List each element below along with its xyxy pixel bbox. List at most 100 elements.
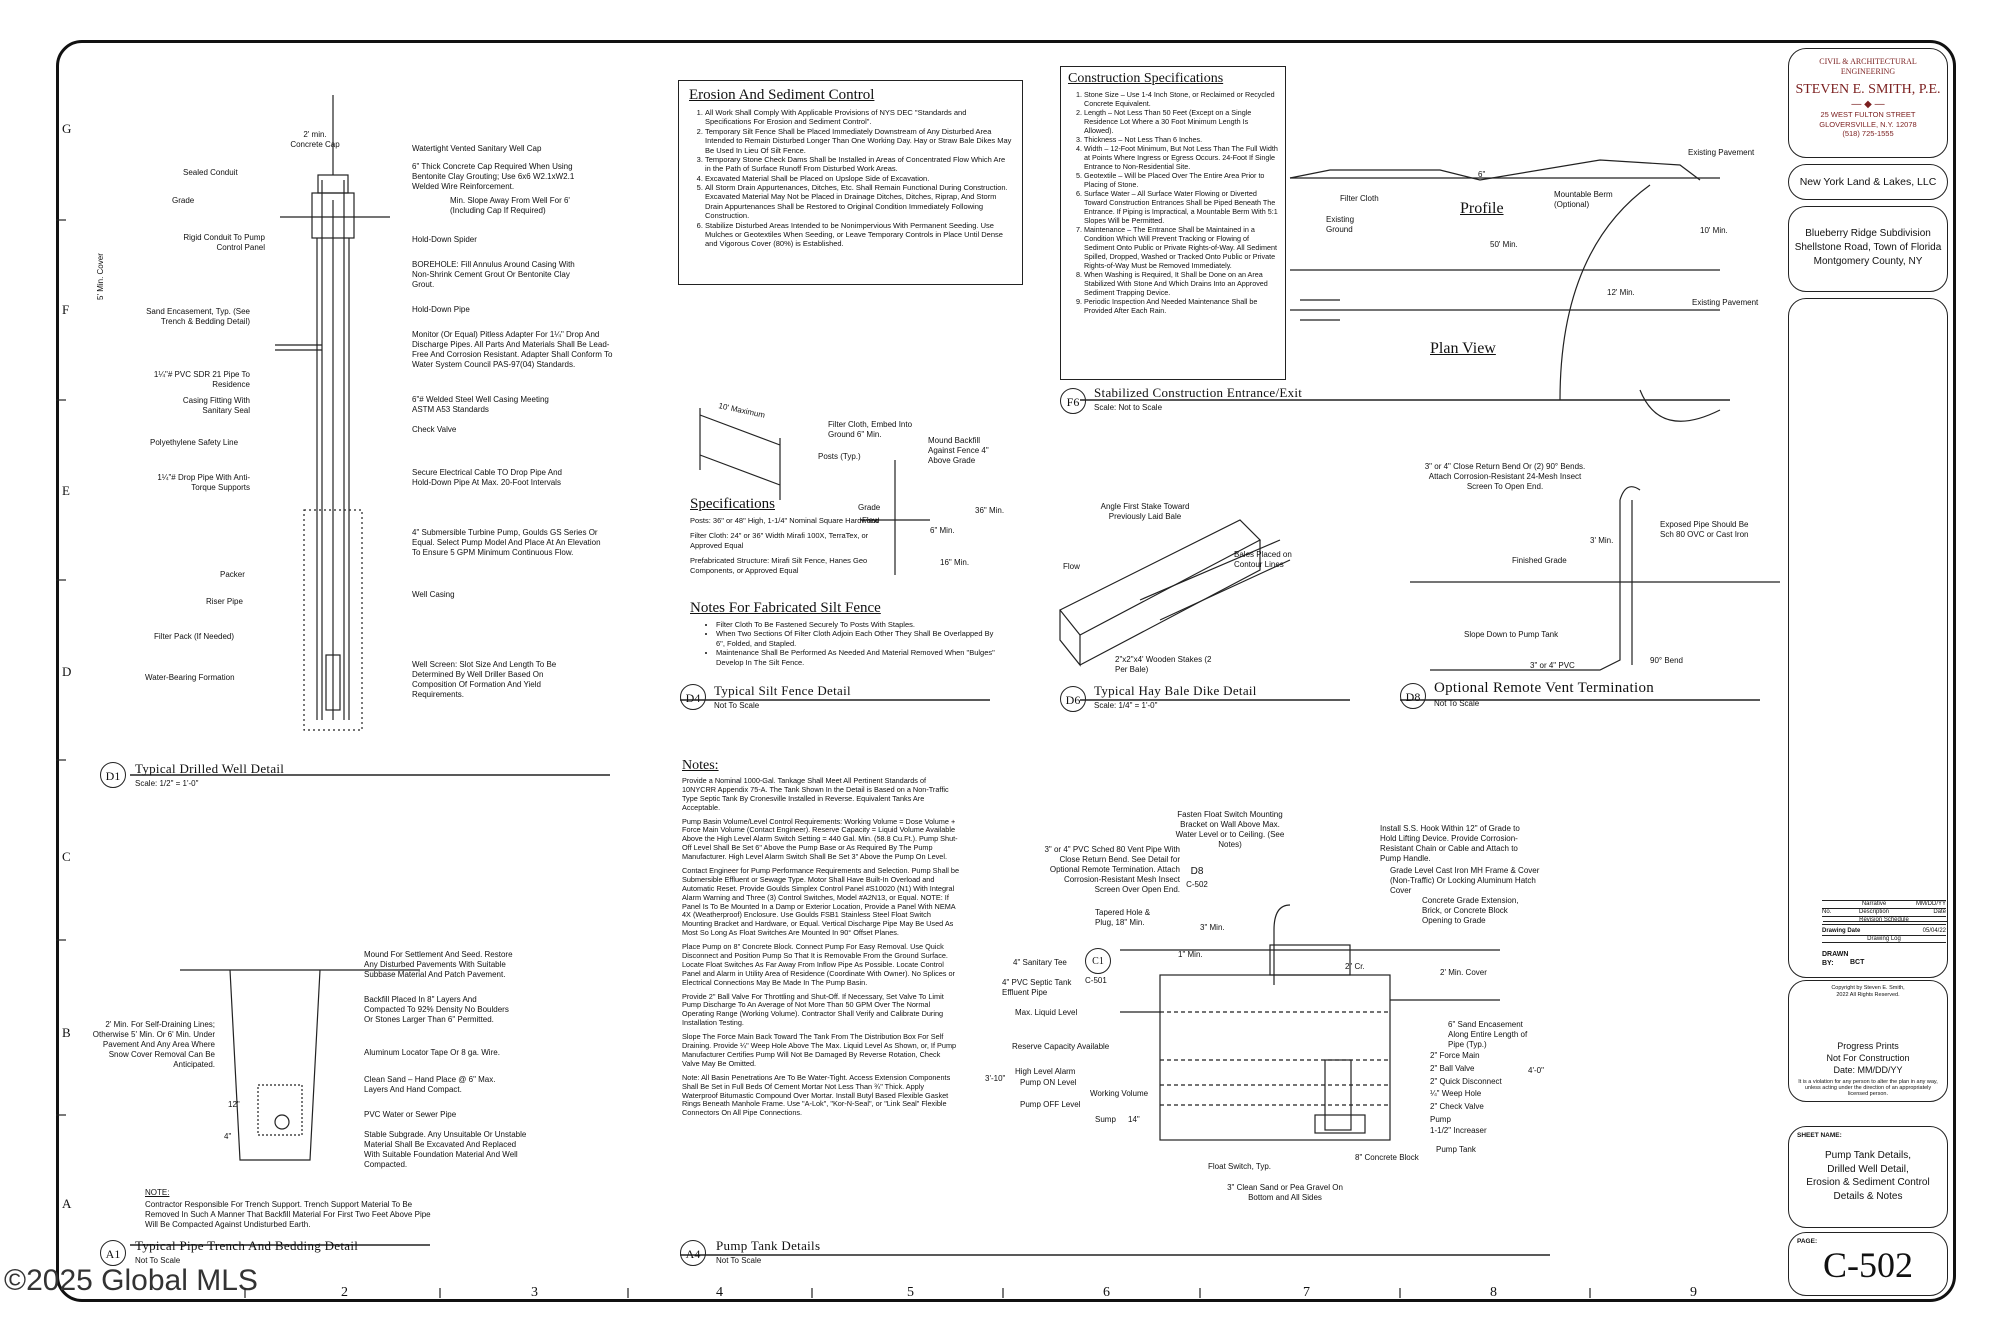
d4-posts: Posts (Typ.)	[818, 452, 861, 461]
revision-schedule: Revision Schedule	[1822, 917, 1946, 925]
a4-c502-ref: C-502	[1186, 880, 1208, 889]
sheet-name-line2: Drilled Well Detail,	[1827, 1163, 1909, 1175]
a1-four: 4"	[224, 1132, 232, 1141]
a1-locator: Aluminum Locator Tape Or 8 ga. Wire.	[364, 1048, 500, 1057]
d8-slope-down: Slope Down to Pump Tank	[1464, 630, 1559, 639]
erosion-item: Temporary Stone Check Dams Shall be Inst…	[705, 155, 1012, 174]
construction-item: When Washing is Required, It Shall be Do…	[1084, 270, 1278, 297]
d4-grade: Grade	[858, 503, 881, 512]
revision-date: MM/DD/YY	[1916, 901, 1946, 907]
f6-mountable-berm: Mountable Berm (Optional)	[1554, 190, 1613, 209]
d8-pvc: 3" or 4" PVC	[1530, 661, 1575, 670]
d1-well-casing: Well Casing	[412, 590, 455, 599]
d1-well-screen: Well Screen: Slot Size And Length To Be …	[412, 660, 557, 699]
a4-four-zero: 4'-0"	[1528, 1066, 1544, 1075]
grid-row-b: B	[62, 1025, 71, 1040]
drawn-by-label: DRAWN BY:	[1822, 951, 1849, 967]
d8-tag: D8	[1400, 683, 1426, 709]
a4-note: Contact Engineer for Pump Performance Re…	[682, 866, 960, 938]
d1-casing-fitting: Casing Fitting With Sanitary Seal	[182, 396, 250, 415]
revision-table: Narrative MM/DD/YY No. Description Date …	[1822, 900, 1946, 968]
grid-col-4: 4	[716, 1285, 723, 1300]
d1-turbine-pump: 4" Submersible Turbine Pump, Goulds GS S…	[412, 528, 601, 557]
d4-note: Filter Cloth To Be Fastened Securely To …	[716, 620, 996, 629]
page-label: PAGE:	[1797, 1238, 1818, 1245]
grid-row-e: E	[62, 483, 70, 498]
f6-scale: Scale: Not to Scale	[1094, 403, 1163, 412]
firm-address1: 25 WEST FULTON STREET	[1820, 110, 1916, 120]
construction-item: Width – 12-Foot Minimum, But Not Less Th…	[1084, 144, 1278, 171]
a4-reserve: Reserve Capacity Available	[1012, 1042, 1110, 1051]
firm-name: STEVEN E. SMITH, P.E.	[1795, 82, 1941, 98]
a4-pump: Pump	[1430, 1115, 1451, 1124]
construction-item: Surface Water – All Surface Water Flowin…	[1084, 189, 1278, 225]
grid-row-c: C	[62, 849, 71, 864]
f6-twelve-min: 12' Min.	[1607, 288, 1635, 297]
sheet-name-line4: Details & Notes	[1833, 1190, 1903, 1202]
f6-filter-cloth: Filter Cloth	[1340, 194, 1379, 203]
a4-pump-tank: Pump Tank	[1436, 1145, 1476, 1154]
d1-spider: Hold-Down Spider	[412, 235, 477, 244]
d4-flow: Flow	[862, 516, 879, 525]
a1-mound: Mound For Settlement And Seed. Restore A…	[364, 950, 513, 979]
a1-title: Typical Pipe Trench And Bedding Detail	[135, 1238, 359, 1253]
a4-fasten: Fasten Float Switch Mounting Bracket on …	[1175, 810, 1285, 849]
a4-c1-tag: C1	[1085, 948, 1111, 974]
erosion-item: Temporary Silt Fence Shall be Placed Imm…	[705, 127, 1012, 155]
a4-sand-enc: 6" Sand Encasement Along Entire Length o…	[1448, 1020, 1528, 1049]
a4-scale: Not To Scale	[716, 1256, 762, 1265]
d1-title: Typical Drilled Well Detail	[135, 761, 285, 776]
grid-col-9: 9	[1690, 1285, 1697, 1300]
d1-well-cap: Watertight Vented Sanitary Well Cap	[412, 144, 542, 153]
d8-exposed-pipe: Exposed Pipe Should Be Sch 80 OVC or Cas…	[1660, 520, 1749, 539]
d1-packer: Packer	[220, 570, 245, 579]
d4-scale: Not To Scale	[714, 701, 760, 710]
d4-sixteen-min: 16" Min.	[940, 558, 970, 567]
d8-finished-grade: Finished Grade	[1512, 556, 1567, 565]
revision-narrative: Narrative	[1861, 901, 1887, 907]
a1-backfill: Backfill Placed In 8" Layers And Compact…	[364, 995, 509, 1024]
a1-scale: Not To Scale	[135, 1256, 181, 1265]
construction-item: Maintenance – The Entrance Shall be Main…	[1084, 225, 1278, 270]
a4-sanitary-tee: 4" Sanitary Tee	[1013, 958, 1067, 967]
f6-existing-pavement: Existing Pavement	[1688, 148, 1755, 157]
d1-sand-encasement: Sand Encasement, Typ. (See Trench & Bedd…	[146, 307, 250, 326]
a4-note: Provide 2" Ball Valve For Throttling and…	[682, 991, 944, 1028]
d1-min-cover: 5' Min. Cover	[96, 253, 105, 300]
grid-row-f: F	[62, 302, 70, 317]
page-block: PAGE: C-502	[1788, 1232, 1948, 1296]
sheet-name-block: SHEET NAME: Pump Tank Details, Drilled W…	[1788, 1126, 1948, 1228]
drawing-log: Drawing Log	[1822, 936, 1946, 944]
a4-pump-off: Pump OFF Level	[1020, 1100, 1081, 1109]
client-name: New York Land & Lakes, LLC	[1799, 176, 1937, 188]
construction-list: Stone Size – Use 1-4 Inch Stone, or Recl…	[1068, 90, 1278, 315]
f6-tag: F6	[1060, 388, 1086, 414]
a4-note: Provide a Nominal 1000-Gal. Tankage Shal…	[682, 776, 949, 812]
a4-vent: 3" or 4" PVC Sched 80 Vent Pipe With Clo…	[1044, 845, 1180, 894]
d1-water-bearing: Water-Bearing Formation	[145, 673, 235, 682]
d1-tag: D1	[100, 762, 126, 788]
d4-spec: Posts: 36" or 48" High, 1-1/4" Nominal S…	[690, 516, 880, 525]
d1-steel-casing: 6"# Welded Steel Well Casing Meeting AST…	[412, 395, 549, 414]
d1-monitor: Monitor (Or Equal) Pitless Adapter For 1…	[412, 330, 613, 369]
project-line3: Montgomery County, NY	[1813, 256, 1923, 267]
f6-existing-ground: Existing Ground	[1326, 215, 1355, 234]
construction-item: Thickness – Not Less Than 6 Inches.	[1084, 135, 1278, 144]
a1-tag: A1	[100, 1240, 126, 1266]
d6-scale: Scale: 1/4" = 1'-0"	[1094, 701, 1158, 710]
a4-force-main: 2" Force Main	[1430, 1051, 1480, 1060]
a4-c501: C-501	[1085, 976, 1107, 985]
a4-notes: Provide a Nominal 1000-Gal. Tankage Shal…	[682, 776, 960, 1118]
a4-septic: 4" PVC Septic Tank Effluent Pipe	[1002, 978, 1072, 997]
d1-check-valve: Check Valve	[412, 425, 457, 434]
firm-address2: GLOVERSVILLE, N.Y. 12078	[1819, 119, 1917, 129]
firm-block: CIVIL & ARCHITECTURAL ENGINEERING STEVEN…	[1788, 48, 1948, 158]
f6-six-in: 6"	[1478, 170, 1486, 179]
d6-title: Typical Hay Bale Dike Detail	[1094, 683, 1257, 698]
a4-working-vol: Working Volume	[1090, 1089, 1149, 1098]
d4-title: Typical Silt Fence Detail	[714, 683, 851, 698]
a4-high-alarm: High Level Alarm	[1015, 1067, 1076, 1076]
page-number: C-502	[1823, 1245, 1913, 1285]
a4-note: Slope The Force Main Back Toward The Tan…	[682, 1032, 957, 1068]
erosion-list: All Work Shall Comply With Applicable Pr…	[689, 108, 1012, 249]
